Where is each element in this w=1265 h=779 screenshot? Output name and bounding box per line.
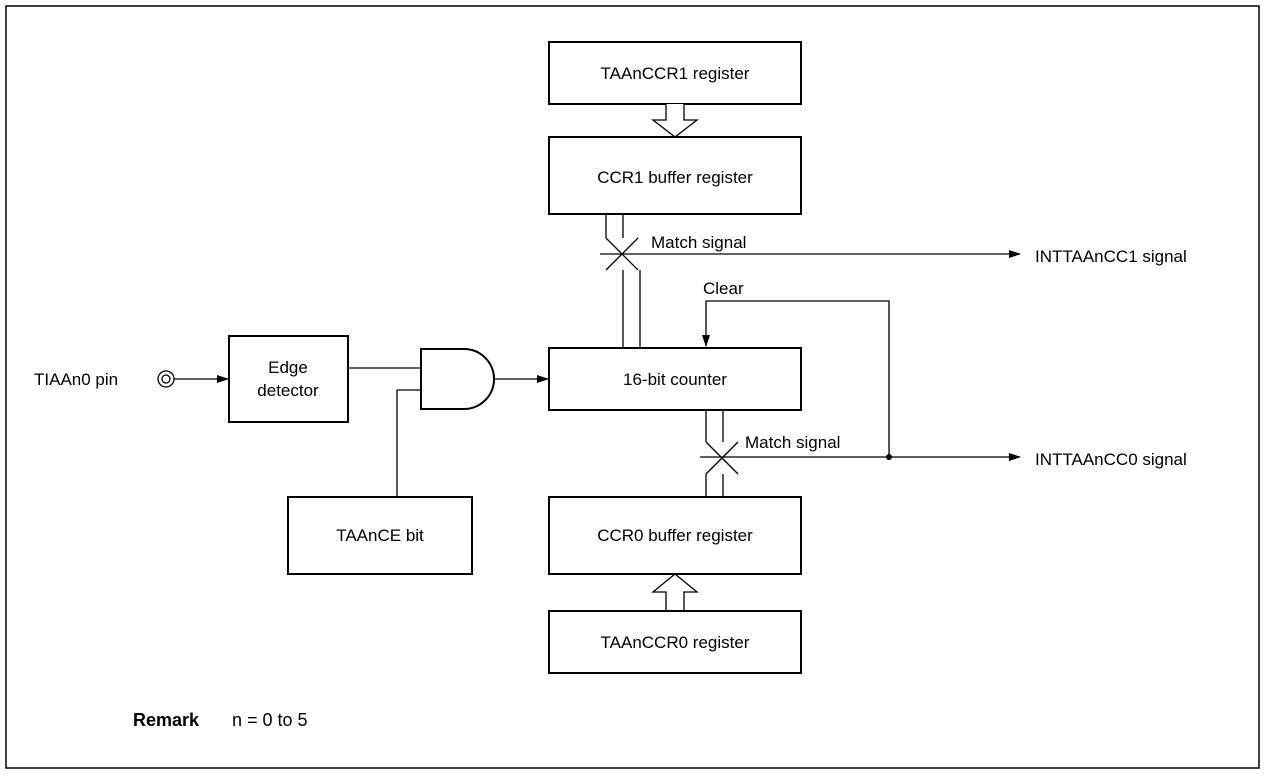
edge-detector-label-line2: detector — [257, 381, 319, 400]
clear-feedback-line — [702, 300, 890, 457]
ccr0-buffer-register-label: CCR0 buffer register — [597, 526, 753, 545]
taanccr1-register-block: TAAnCCR1 register — [548, 41, 802, 105]
ccr0-buffer-register-block: CCR0 buffer register — [548, 496, 802, 575]
tiaan0-pin-label: TIAAn0 pin — [34, 370, 118, 389]
bus-arrow-ccr0-up — [651, 573, 699, 611]
and-gate-icon — [420, 348, 495, 410]
taanccr0-register-label: TAAnCCR0 register — [601, 633, 750, 652]
pin-terminal-icon — [157, 370, 175, 388]
ccr1-buffer-register-block: CCR1 buffer register — [548, 136, 802, 215]
match-signal-0-label: Match signal — [745, 433, 840, 452]
edge-detector-block: Edge detector — [228, 335, 349, 423]
intta-cc0-signal-label: INTTAAnCC0 signal — [1035, 450, 1187, 469]
taance-bit-block: TAAnCE bit — [287, 496, 473, 575]
counter-16bit-label: 16-bit counter — [623, 370, 727, 389]
intta-cc1-signal-label: INTTAAnCC1 signal — [1035, 247, 1187, 266]
taance-bit-label: TAAnCE bit — [336, 526, 424, 545]
taanccr1-register-label: TAAnCCR1 register — [601, 64, 750, 83]
compare-bus-1 — [605, 214, 641, 348]
bus-arrow-ccr1-down — [651, 104, 699, 138]
clear-label: Clear — [703, 279, 744, 298]
ce-to-and-line — [396, 389, 421, 497]
counter-16bit-block: 16-bit counter — [548, 347, 802, 411]
remark-label: Remark — [133, 710, 200, 730]
taanccr0-register-block: TAAnCCR0 register — [548, 610, 802, 674]
ccr1-buffer-register-label: CCR1 buffer register — [597, 168, 753, 187]
figure-border — [5, 5, 1260, 769]
compare-bus-0 — [705, 410, 739, 497]
edge-detector-label-line1: Edge — [268, 358, 308, 377]
match-signal-1-label: Match signal — [651, 233, 746, 252]
junction-dot — [886, 454, 892, 460]
remark-text: n = 0 to 5 — [232, 710, 308, 730]
